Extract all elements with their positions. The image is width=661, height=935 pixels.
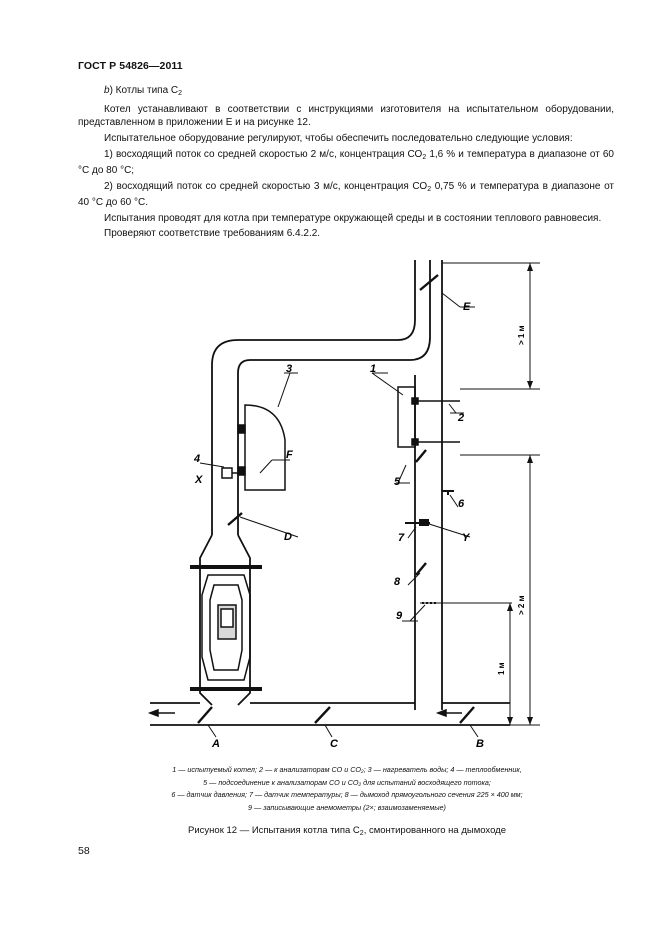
- page-number: 58: [78, 845, 90, 857]
- label-B: B: [476, 738, 484, 750]
- standard-header: ГОСТ Р 54826—2011: [78, 60, 183, 72]
- paragraph-condition-1: 1) восходящий поток со средней скоростью…: [78, 148, 614, 177]
- paragraph-tests: Испытания проводят для котла при темпера…: [104, 212, 602, 224]
- label-2: 2: [457, 412, 464, 424]
- legend-line-3: 6 — датчик давления; 7 — датчик температ…: [171, 790, 523, 799]
- water-heater: [244, 404, 286, 491]
- label-5: 5: [394, 476, 401, 488]
- label-D: D: [284, 531, 292, 543]
- paragraph-installation: Котел устанавливают в соответствии с инс…: [78, 103, 614, 128]
- label-4: 4: [193, 453, 200, 465]
- condition-1-b: 1,6 % и температура в диапазоне от 60 °С…: [78, 148, 614, 176]
- label-6: 6: [458, 498, 465, 510]
- boiler-inner: [209, 584, 243, 671]
- figure-caption: Рисунок 12 — Испытания котла типа С2, см…: [80, 825, 614, 837]
- dim-gt-2m: > 2 м: [517, 595, 526, 615]
- figure-12-diagram: 3 1 2 E F 4 X D 5 6 7 Y 8 9 A C B > 1 м …: [147, 260, 540, 750]
- body-text: b) Котлы типа С2 Котел устанавливают в с…: [78, 84, 614, 243]
- label-C: C: [330, 738, 339, 750]
- flange-top: [190, 565, 262, 569]
- paragraph-condition-2: 2) восходящий поток со средней скоростью…: [78, 180, 614, 209]
- paragraph-adjustment: Испытательное оборудование регулируют, ч…: [104, 132, 573, 144]
- heat-exchanger: [221, 467, 233, 479]
- label-8: 8: [394, 576, 401, 588]
- condition-2-a: 2) восходящий поток со средней скоростью…: [104, 180, 428, 192]
- condition-1-a: 1) восходящий поток со средней скоростью…: [104, 148, 423, 160]
- legend-line-2: 5 — подсоединение к анализаторам СО и СО…: [203, 777, 491, 787]
- label-A: A: [211, 738, 220, 750]
- boiler-housing: [201, 574, 251, 681]
- legend-line-4: 9 — записывающие анемометры (2×; взаимоз…: [248, 802, 446, 812]
- lower-funnel-left: [199, 534, 213, 706]
- label-3: 3: [286, 363, 292, 375]
- flange-bottom: [190, 687, 262, 691]
- item-title: ) Котлы типа С: [109, 85, 179, 96]
- label-7: 7: [398, 532, 405, 544]
- caption-sub: 2: [359, 830, 364, 837]
- figure-legend: 1 — испытуемый котел; 2 — к анализаторам…: [80, 764, 614, 814]
- left-duct-outer: [211, 260, 416, 535]
- tested-boiler: [397, 386, 416, 448]
- left-duct-inner: [237, 260, 431, 535]
- label-9: 9: [396, 610, 403, 622]
- condition-2-b: 0,75 % и температура в диапазоне от 40 °…: [78, 180, 615, 208]
- paragraph-compliance: Проверяют соответствие требованиям 6.4.2…: [104, 228, 321, 240]
- label-E: E: [463, 301, 471, 313]
- dim-gt-1m: > 1 м: [517, 325, 526, 345]
- label-F: F: [286, 449, 293, 461]
- heater-inlet: [237, 424, 246, 434]
- caption-a: Рисунок 12 — Испытания котла типа С: [188, 825, 360, 836]
- legend-line-1: 1 — испытуемый котел; 2 — к анализаторам…: [172, 765, 522, 774]
- caption-b: , смонтированного на дымоходе: [363, 825, 506, 836]
- label-1: 1: [370, 363, 376, 375]
- item-subscript: 2: [178, 90, 183, 97]
- item-letter: b: [104, 85, 110, 96]
- dim-1m: 1 м: [497, 662, 506, 675]
- label-X: X: [194, 474, 203, 486]
- condition-2-sub: 2: [427, 185, 432, 193]
- condition-1-sub: 2: [422, 153, 427, 161]
- label-Y: Y: [462, 532, 471, 544]
- paragraph-boiler-type: b) Котлы типа С2: [78, 84, 614, 100]
